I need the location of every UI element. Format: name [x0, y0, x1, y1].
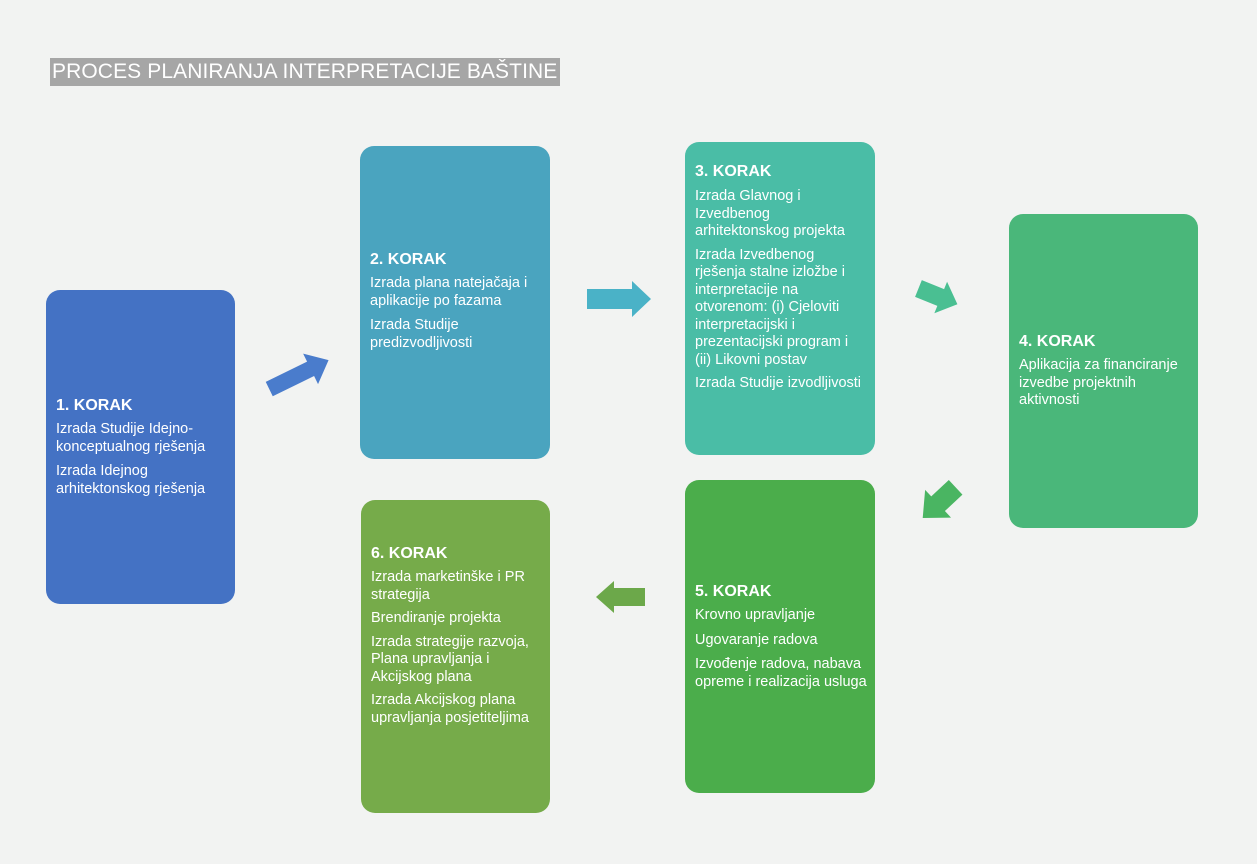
arrow-step3-to-step4 [915, 280, 958, 314]
step-activity: Izrada Studije Idejno-konceptualnog rješ… [56, 421, 206, 455]
step-heading: 4. KORAK [1019, 333, 1096, 351]
page-title: PROCES PLANIRANJA INTERPRETACIJE BAŠTINE [50, 58, 561, 86]
arrow-step1-to-step2 [265, 353, 329, 397]
step-heading: 3. KORAK [695, 163, 772, 180]
step-2-box: 2. KORAK Izrada plana natejačaja i aplika… [360, 146, 550, 459]
step-activity: Izrada plana natejačaja i aplikacije po … [370, 275, 528, 309]
step-activity: Izrada strategije razvoja, Plana upravlj… [371, 633, 529, 685]
step-activity: Izrada Studije izvodljivosti [695, 375, 862, 391]
step-activity: Ugovaranje radova [695, 631, 818, 648]
step-heading: 5. KORAK [695, 583, 772, 600]
step-activity: Izrada Studije predizvodljivosti [370, 317, 473, 351]
step-6-box: 6. KORAK Izrada marketinške i PR strategi… [361, 500, 550, 813]
step-activity: Brendiranje projekta [371, 610, 501, 626]
step-activity: Izrada marketinške i PR strategija [371, 569, 525, 603]
step-activity: Izrada Idejnog arhitektonskog rješenja [56, 463, 206, 497]
step-activity: Izrada Glavnog i Izvedbenog arhitektonsk… [695, 188, 845, 239]
step-heading: 2. KORAK [370, 251, 447, 268]
step-activity: Krovno upravljanje [695, 607, 816, 623]
step-activity: Izrada Izvedbenog rješenja stalne izložb… [695, 246, 849, 368]
step-3-box: 3. KORAK Izrada Glavnog i Izvedbenog arhi… [685, 142, 875, 455]
step-activity: Izvođenje radova, nabava opreme i realiz… [695, 656, 867, 690]
step-heading: 6. KORAK [371, 545, 448, 562]
step-4-box: 4. KORAK Aplikacija za financiranje izved… [1009, 214, 1198, 528]
arrow-step5-to-step6 [596, 581, 645, 613]
arrow-step4-to-step5 [922, 480, 963, 519]
step-activity: Izrada Akcijskog plana upravljanja posje… [371, 692, 529, 726]
step-heading: 1. KORAK [56, 397, 133, 414]
step-activity: Aplikacija za financiranje izvedbe proje… [1019, 357, 1178, 409]
arrow-step2-to-step3 [587, 281, 651, 317]
step-1-box: 1. KORAK Izrada Studije Idejno-konceptual… [46, 290, 235, 604]
